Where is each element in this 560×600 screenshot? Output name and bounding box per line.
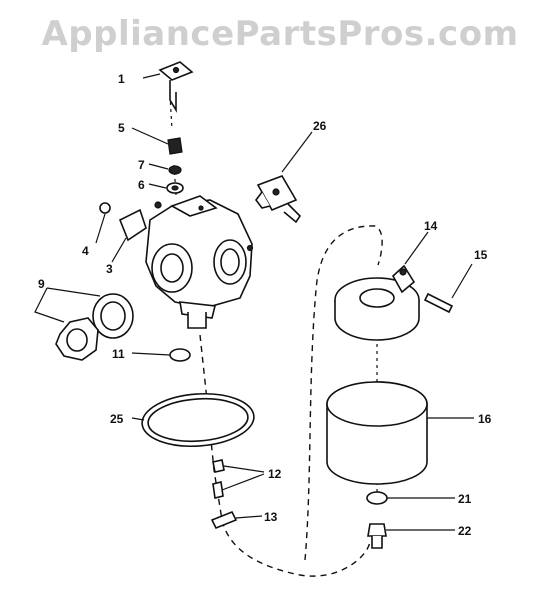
part-22-bolt — [367, 523, 455, 549]
part-9-assembly — [34, 287, 134, 361]
callout-3: 3 — [106, 262, 113, 276]
carburetor-body — [145, 195, 254, 329]
dashed-axis-top — [169, 94, 177, 196]
callout-13: 13 — [264, 510, 278, 524]
part-14-float — [334, 231, 429, 341]
part-16-bowl — [326, 381, 474, 485]
part-1-shaft — [142, 61, 194, 113]
part-6-washer — [148, 182, 184, 194]
part-7-washer — [148, 163, 182, 175]
callout-16: 16 — [478, 412, 492, 426]
part-26-solenoid — [255, 131, 313, 224]
part-25-gasket — [131, 392, 255, 448]
part-11-o-ring — [131, 348, 191, 362]
assembly-path-right — [304, 225, 383, 561]
callout-4: 4 — [82, 244, 89, 258]
callout-1: 1 — [118, 72, 125, 86]
part-13-clip — [210, 510, 263, 530]
callout-11: 11 — [112, 347, 125, 361]
callout-5: 5 — [118, 121, 125, 135]
part-5-fitting — [131, 127, 183, 155]
callout-21: 21 — [458, 492, 472, 506]
part-21-washer — [366, 491, 455, 505]
small-screw — [154, 201, 162, 209]
callout-26: 26 — [313, 119, 327, 133]
watermark: AppliancePartsPros.com — [41, 14, 519, 54]
callout-14: 14 — [424, 219, 438, 233]
callout-7: 7 — [138, 158, 145, 172]
callout-6: 6 — [138, 178, 145, 192]
callout-12: 12 — [268, 467, 282, 481]
callout-9: 9 — [38, 277, 45, 291]
callout-22: 22 — [458, 524, 472, 538]
callout-25: 25 — [110, 412, 124, 426]
callout-15: 15 — [474, 248, 488, 262]
part-15-pin — [423, 263, 473, 314]
part-3-plate — [111, 208, 147, 263]
part-12-jets — [212, 459, 265, 499]
part-4-screw — [95, 202, 111, 244]
